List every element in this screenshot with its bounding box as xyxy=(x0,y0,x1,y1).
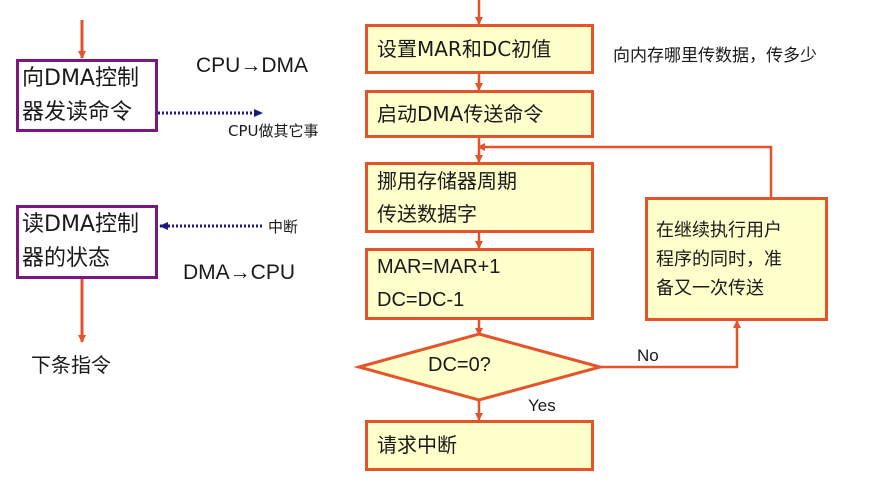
cpu-box1-line1: 向DMA控制 xyxy=(22,65,139,91)
label-next-instruction: 下条指令 xyxy=(31,353,111,377)
step3-line2: 传送数据字 xyxy=(377,201,477,226)
cpu-box2-line2: 器的状态 xyxy=(22,246,111,271)
side-prepare-next-transfer: 在继续执行用户 程序的同时，准 备又一次传送 xyxy=(645,197,828,321)
side-line3: 备又一次传送 xyxy=(656,277,764,299)
label-cpu-to-dma: CPU→DMA xyxy=(196,54,309,77)
label-cpu-other-work: CPU做其它事 xyxy=(228,122,319,140)
step-start-dma: 启动DMA传送命令 xyxy=(365,90,594,138)
side-line2: 程序的同时，准 xyxy=(656,248,782,270)
step4-line1: MAR=MAR+1 xyxy=(377,256,501,278)
label-interrupt: 中断 xyxy=(268,218,299,236)
arrow-decision-no xyxy=(600,320,741,369)
step4-line2: DC=DC-1 xyxy=(377,289,465,311)
cpu-box1-line2: 器发读命令 xyxy=(22,99,133,125)
step-update-counters: MAR=MAR+1 DC=DC-1 xyxy=(365,248,594,320)
no-label: No xyxy=(637,346,659,365)
step3-line1: 挪用存储器周期 xyxy=(377,168,517,193)
arrow-loop-back xyxy=(477,143,773,197)
label-dma-to-cpu: DMA→CPU xyxy=(183,261,296,284)
decision-diamond xyxy=(353,332,606,402)
step1-text: 设置MAR和DC初值 xyxy=(377,36,552,61)
step5-text: 请求中断 xyxy=(377,433,457,457)
step-request-interrupt: 请求中断 xyxy=(365,420,594,471)
step-set-mar-dc: 设置MAR和DC初值 xyxy=(365,24,594,74)
cpu-send-read-command-box: 向DMA控制 器发读命令 xyxy=(16,59,158,132)
step2-text: 启动DMA传送命令 xyxy=(377,101,544,126)
side-line1: 在继续执行用户 xyxy=(656,219,782,241)
decision-text: DC=0? xyxy=(428,354,491,376)
cpu-box2-line1: 读DMA控制 xyxy=(22,212,139,237)
yes-label: Yes xyxy=(528,396,556,415)
step-steal-cycle: 挪用存储器周期 传送数据字 xyxy=(365,162,594,233)
step1-note: 向内存哪里传数据，传多少 xyxy=(613,46,817,66)
cpu-read-dma-status-box: 读DMA控制 器的状态 xyxy=(16,205,158,279)
